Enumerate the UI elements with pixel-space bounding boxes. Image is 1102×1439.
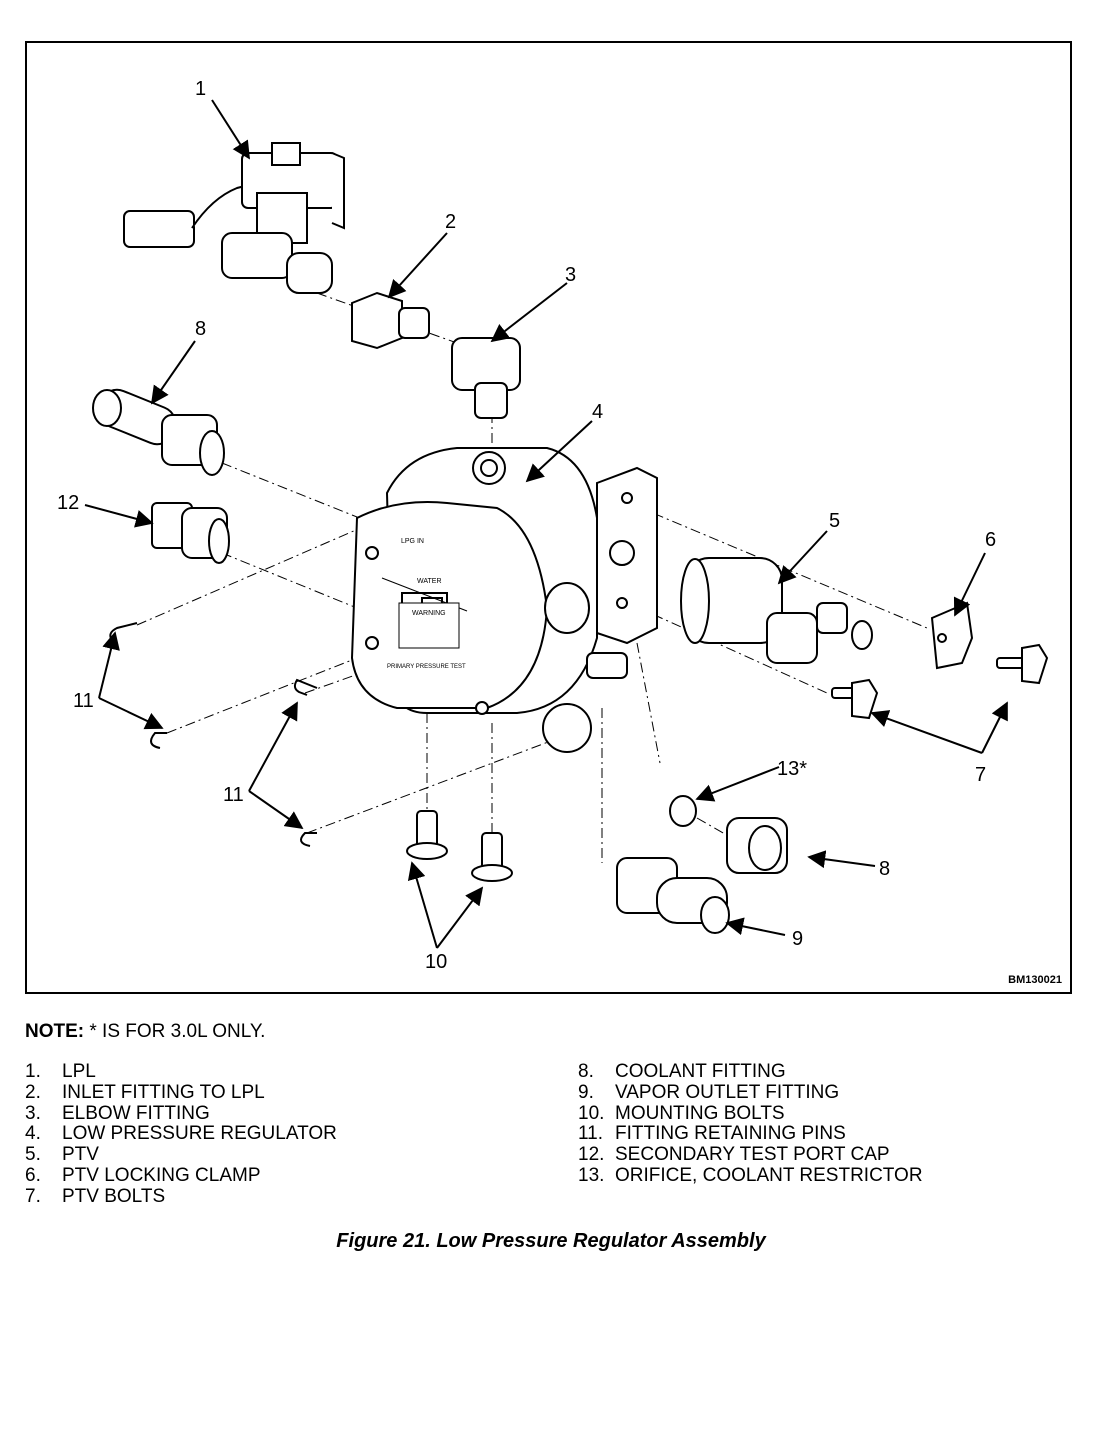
callout-9: 9 [792, 928, 803, 950]
regulator-markings: LPG IN WATER WARNING PRIMARY PRESSURE TE… [381, 538, 468, 670]
elbow-fitting [451, 337, 521, 419]
svg-text:PRIMARY PRESSURE TEST: PRIMARY PRESSURE TEST [387, 664, 466, 670]
legend-item: 11.FITTING RETAINING PINS [578, 1123, 846, 1145]
legend-item: 4.LOW PRESSURE REGULATOR [25, 1123, 337, 1145]
coolant-fitting-lower [726, 817, 788, 874]
callout-13: 13* [777, 758, 807, 780]
callout-8-top: 8 [195, 318, 206, 340]
test-port-cap [151, 502, 230, 564]
figure-caption: Figure 21. Low Pressure Regulator Assemb… [336, 1230, 766, 1252]
orifice-coolant-restrictor [669, 795, 697, 827]
leader-arrows [84, 99, 1008, 949]
vapor-outlet-fitting [616, 857, 730, 934]
callout-11-upper: 11 [73, 690, 94, 712]
callout-numbers: 1 2 3 4 5 6 7 8 8 9 10 11 11 12 13* [57, 78, 996, 973]
mounting-bolts [406, 810, 513, 882]
legend-item: 9.VAPOR OUTLET FITTING [578, 1081, 840, 1103]
exploded-view-diagram: LPG IN WATER WARNING PRIMARY PRESSURE TE… [57, 78, 1049, 973]
image-code: BM130021 [1008, 974, 1062, 986]
legend-item: 12.SECONDARY TEST PORT CAP [578, 1144, 890, 1166]
note-text: * IS FOR 3.0L ONLY. [84, 1021, 266, 1042]
low-pressure-regulator [350, 447, 628, 753]
callout-10: 10 [425, 951, 447, 973]
legend-item: 3.ELBOW FITTING [25, 1102, 210, 1124]
legend-item: 10.MOUNTING BOLTS [578, 1102, 785, 1124]
coolant-fitting-top [92, 388, 225, 476]
ptv-bolts [831, 643, 1049, 720]
callout-5: 5 [829, 510, 840, 532]
callout-8-lower: 8 [879, 858, 890, 880]
legend-item: 2.INLET FITTING TO LPL [25, 1081, 265, 1103]
mounting-bracket [596, 466, 658, 645]
note: NOTE: * IS FOR 3.0L ONLY. [25, 1021, 265, 1043]
svg-text:LPG IN: LPG IN [401, 538, 424, 545]
fitting-retaining-pins [109, 622, 318, 847]
inlet-fitting [351, 291, 430, 350]
callout-4: 4 [592, 401, 603, 423]
legend-item: 6.PTV LOCKING CLAMP [25, 1164, 261, 1186]
legend-item: 5.PTV [25, 1144, 99, 1166]
legend-item: 13.ORIFICE, COOLANT RESTRICTOR [578, 1164, 923, 1186]
legend-item: 7.PTV BOLTS [25, 1185, 166, 1207]
callout-6: 6 [985, 529, 996, 551]
callout-11-lower: 11 [223, 784, 244, 806]
svg-text:WATER: WATER [417, 578, 442, 585]
diagram-frame: LPG IN WATER WARNING PRIMARY PRESSURE TE… [25, 41, 1072, 994]
legend-item: 1.LPL [25, 1061, 96, 1082]
legend-item: 8.COOLANT FITTING [578, 1061, 786, 1082]
callout-3: 3 [565, 264, 576, 286]
legend-left: 1.LPL 2.INLET FITTING TO LPL 3.ELBOW FIT… [25, 1061, 337, 1208]
ptv [680, 557, 873, 664]
callout-12: 12 [57, 492, 79, 514]
callout-1: 1 [195, 78, 206, 100]
legend-right: 8.COOLANT FITTING 9.VAPOR OUTLET FITTING… [578, 1061, 923, 1187]
callout-7: 7 [975, 764, 986, 786]
lpl-solenoid [123, 142, 345, 294]
ptv-locking-clamp [930, 601, 974, 670]
note-label: NOTE: [25, 1021, 85, 1042]
svg-text:WARNING: WARNING [412, 610, 446, 617]
callout-2: 2 [445, 211, 456, 233]
